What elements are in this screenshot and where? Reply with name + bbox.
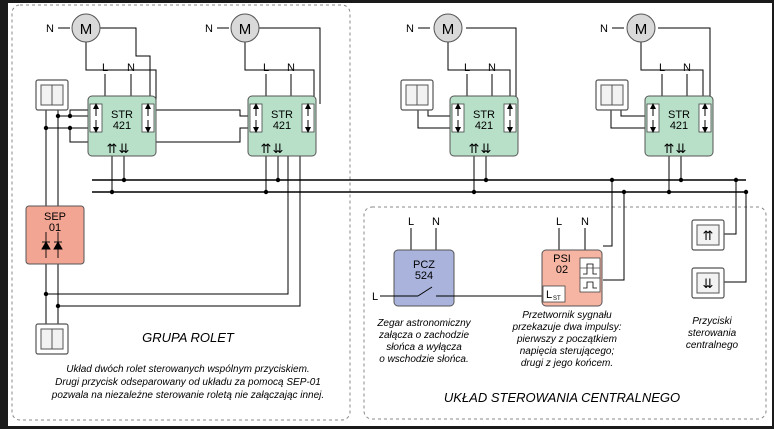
- str-supply-labels: L N L N L N L N: [102, 62, 691, 74]
- motor-3: M: [433, 13, 463, 43]
- str-module-4: STR 421 ⇈ ⇊: [644, 95, 714, 157]
- up-arrows-icon: ⇈: [469, 141, 480, 156]
- psi-label: PSI: [553, 253, 571, 265]
- wall-switch-4[interactable]: [595, 79, 629, 111]
- converter-desc-line: Przetwornik sygnału: [522, 310, 612, 321]
- central-frame: [363, 206, 767, 420]
- motor-2: M: [230, 13, 260, 43]
- lst-label: L: [546, 289, 552, 301]
- group-desc-line: pozwala na niezależne sterowanie roletą …: [51, 390, 324, 401]
- down-arrows-icon: ⇊: [676, 141, 687, 156]
- n-label: N: [127, 62, 135, 74]
- str-number: 421: [113, 120, 131, 132]
- up-arrows-icon: ⇈: [107, 141, 118, 156]
- motor-label: M: [80, 21, 93, 38]
- pcz-label: PCZ: [413, 259, 435, 271]
- buttons-description: Przyciski sterowania centralnego: [686, 316, 739, 351]
- str-number: 421: [670, 120, 688, 132]
- group-wires: [45, 27, 321, 324]
- motor-4: M: [626, 13, 656, 43]
- n-label: N: [581, 216, 589, 228]
- up-arrows-icon: ⇈: [664, 141, 675, 156]
- clock-description: Zegar astronomiczny załącza o zachodzie …: [376, 318, 471, 365]
- motor-1: M: [71, 13, 101, 43]
- bus-lines: [92, 179, 746, 193]
- n-label: N: [46, 23, 54, 35]
- str-number: 421: [475, 120, 493, 132]
- psi-converter-module: PSI 02 L ST: [541, 249, 603, 307]
- l-label: L: [102, 62, 108, 74]
- pcz-number: 524: [415, 270, 433, 282]
- sep-number: 01: [49, 222, 61, 234]
- buttons-desc-line: Przyciski: [692, 316, 732, 327]
- group-frame: [11, 4, 351, 421]
- clock-desc-line: słońca a wyłącza: [386, 342, 462, 353]
- motor-label: M: [239, 21, 252, 38]
- converter-desc-line: napięcia sterującego;: [520, 346, 615, 357]
- clock-input-l-label: L: [372, 291, 378, 303]
- l-label: L: [464, 62, 470, 74]
- diode-icon: [41, 232, 63, 258]
- wall-switch-group-top[interactable]: [35, 79, 69, 111]
- str-number: 421: [273, 120, 291, 132]
- central-up-button[interactable]: ⇈: [691, 219, 725, 251]
- converter-description: Przetwornik sygnału przekazuje dwa impul…: [512, 310, 622, 369]
- str-module-2: STR 421 ⇈ ⇊: [247, 95, 317, 157]
- n-label: N: [287, 62, 295, 74]
- motor-label: M: [635, 21, 648, 38]
- str-module-3: STR 421 ⇈ ⇊: [449, 95, 519, 157]
- l-label: L: [659, 62, 665, 74]
- clock-desc-line: o wschodzie słońca.: [379, 354, 469, 365]
- group-description: Układ dwóch rolet sterowanych wspólnym p…: [51, 364, 324, 401]
- str-label: STR: [668, 109, 690, 121]
- group-desc-line: Drugi przycisk odseparowany od układu za…: [55, 377, 321, 388]
- converter-desc-line: drugi z jego końcem.: [521, 358, 613, 369]
- down-arrows-icon: ⇊: [273, 141, 284, 156]
- l-label: L: [556, 216, 562, 228]
- down-arrows-icon: ⇊: [703, 276, 714, 291]
- neutral-labels: N N N N: [46, 23, 608, 35]
- clock-desc-line: Zegar astronomiczny: [376, 318, 471, 329]
- diagram-sheet: [8, 3, 772, 426]
- motor-label: M: [442, 21, 455, 38]
- pulse-icon: [579, 277, 601, 293]
- converter-desc-line: przekazuje dwa impulsy:: [512, 322, 622, 333]
- clock-desc-line: załącza o zachodzie: [378, 330, 469, 341]
- sep-module: SEP 01: [25, 205, 85, 265]
- buttons-desc-line: sterowania: [688, 328, 737, 339]
- central-down-button[interactable]: ⇊: [691, 267, 725, 299]
- str-label: STR: [111, 109, 133, 121]
- str-label: STR: [271, 109, 293, 121]
- group-title: GRUPA ROLET: [142, 330, 235, 345]
- str-module-1: STR 421 ⇈ ⇊: [87, 95, 157, 157]
- lst-sub-label: ST: [553, 296, 561, 302]
- group-desc-line: Układ dwóch rolet sterowanych wspólnym p…: [66, 364, 309, 375]
- lst-terminal: [542, 285, 566, 303]
- central-title: UKŁAD STEROWANIA CENTRALNEGO: [444, 390, 680, 405]
- n-label: N: [683, 62, 691, 74]
- wall-switch-3[interactable]: [400, 79, 434, 111]
- down-arrows-icon: ⇊: [481, 141, 492, 156]
- l-label: L: [263, 62, 269, 74]
- sep-label: SEP: [44, 211, 66, 223]
- converter-desc-line: pierwszy z początkiem: [516, 334, 617, 345]
- l-label: L: [408, 216, 414, 228]
- clock-contact-icon: [380, 286, 542, 297]
- str-label: STR: [473, 109, 495, 121]
- buttons-desc-line: centralnego: [686, 340, 739, 351]
- n-label: N: [488, 62, 496, 74]
- n-label: N: [600, 23, 608, 35]
- wall-switch-group-bottom[interactable]: [35, 323, 69, 355]
- pcz-clock-module: PCZ 524: [393, 249, 455, 307]
- down-arrows-icon: ⇊: [119, 141, 130, 156]
- up-arrows-icon: ⇈: [703, 228, 714, 243]
- n-label: N: [406, 23, 414, 35]
- psi-number: 02: [556, 264, 568, 276]
- up-arrows-icon: ⇈: [261, 141, 272, 156]
- n-label: N: [205, 23, 213, 35]
- n-label: N: [432, 216, 440, 228]
- junction-dots: [43, 113, 749, 309]
